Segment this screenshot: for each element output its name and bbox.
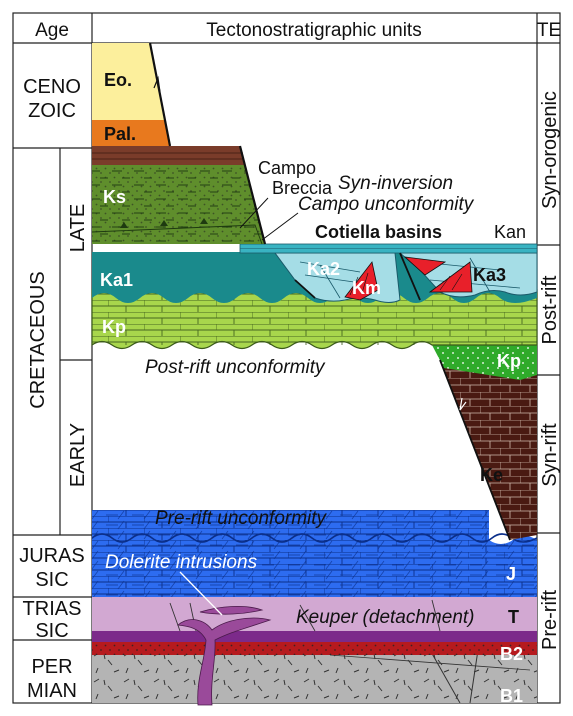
label-b1: B1 (500, 686, 523, 706)
age-juras: JURAS (19, 545, 85, 567)
age-late: LATE (67, 204, 89, 253)
te-syn-orogenic: Syn-orogenic (539, 91, 561, 209)
label-ka1: Ka1 (100, 270, 133, 290)
te-syn-rift: Syn-rift (539, 423, 561, 487)
label-t: T (508, 607, 519, 627)
label-ke: Ke (480, 465, 503, 485)
label-kp-green: Kp (497, 351, 521, 371)
header-units: Tectonostratigraphic units (206, 20, 421, 41)
age-per: PER (31, 656, 72, 678)
label-cotiella: Cotiella basins (315, 222, 442, 242)
unit-paleocene (92, 120, 170, 146)
age-zoic: ZOIC (28, 100, 76, 122)
unit-keuper (92, 597, 537, 631)
unit-eocene (92, 43, 165, 120)
age-trias-sic: SIC (35, 620, 68, 642)
te-post-rift: Post-rift (539, 275, 561, 344)
unit-km (344, 261, 379, 301)
label-kp: Kp (102, 317, 126, 337)
header-age: Age (35, 20, 69, 41)
age-early: EARLY (67, 423, 89, 487)
label-b2: B2 (500, 644, 523, 664)
label-kan: Kan (494, 222, 526, 242)
label-ks: Ks (103, 187, 126, 207)
label-dolerite: Dolerite intrusions (105, 552, 258, 573)
fault-eocene (148, 42, 172, 147)
label-syn-inversion: Syn-inversion (338, 173, 453, 194)
label-campo: Campo (258, 158, 316, 178)
post-rift-unconformity: Post-rift unconformity (145, 357, 326, 378)
label-campo-unconformity: Campo unconformity (298, 194, 475, 215)
label-km: Km (352, 278, 381, 298)
header-te: TE (537, 20, 561, 41)
label-ka2: Ka2 (307, 259, 340, 279)
label-j: J (506, 564, 516, 584)
unit-ks-top (92, 146, 245, 165)
unit-trias-purple (92, 631, 537, 642)
label-ka3: Ka3 (473, 265, 506, 285)
age-ceno: CENO (23, 76, 81, 98)
label-pal: Pal. (104, 124, 136, 144)
age-mian: MIAN (27, 680, 77, 702)
fault-campo (238, 145, 267, 245)
pre-rift-unconformity: Pre-rift unconformity (155, 508, 328, 529)
age-cretaceous: CRETACEOUS (27, 271, 49, 408)
dolerite-body (177, 617, 272, 706)
age-juras-sic: SIC (35, 569, 68, 591)
label-breccia: Breccia (272, 178, 333, 198)
te-pre-rift: Pre-rift (539, 590, 561, 650)
label-keuper: Keuper (detachment) (296, 607, 475, 628)
label-eo: Eo. (104, 70, 132, 90)
age-trias: TRIAS (23, 598, 82, 620)
fault-basins (294, 252, 511, 541)
